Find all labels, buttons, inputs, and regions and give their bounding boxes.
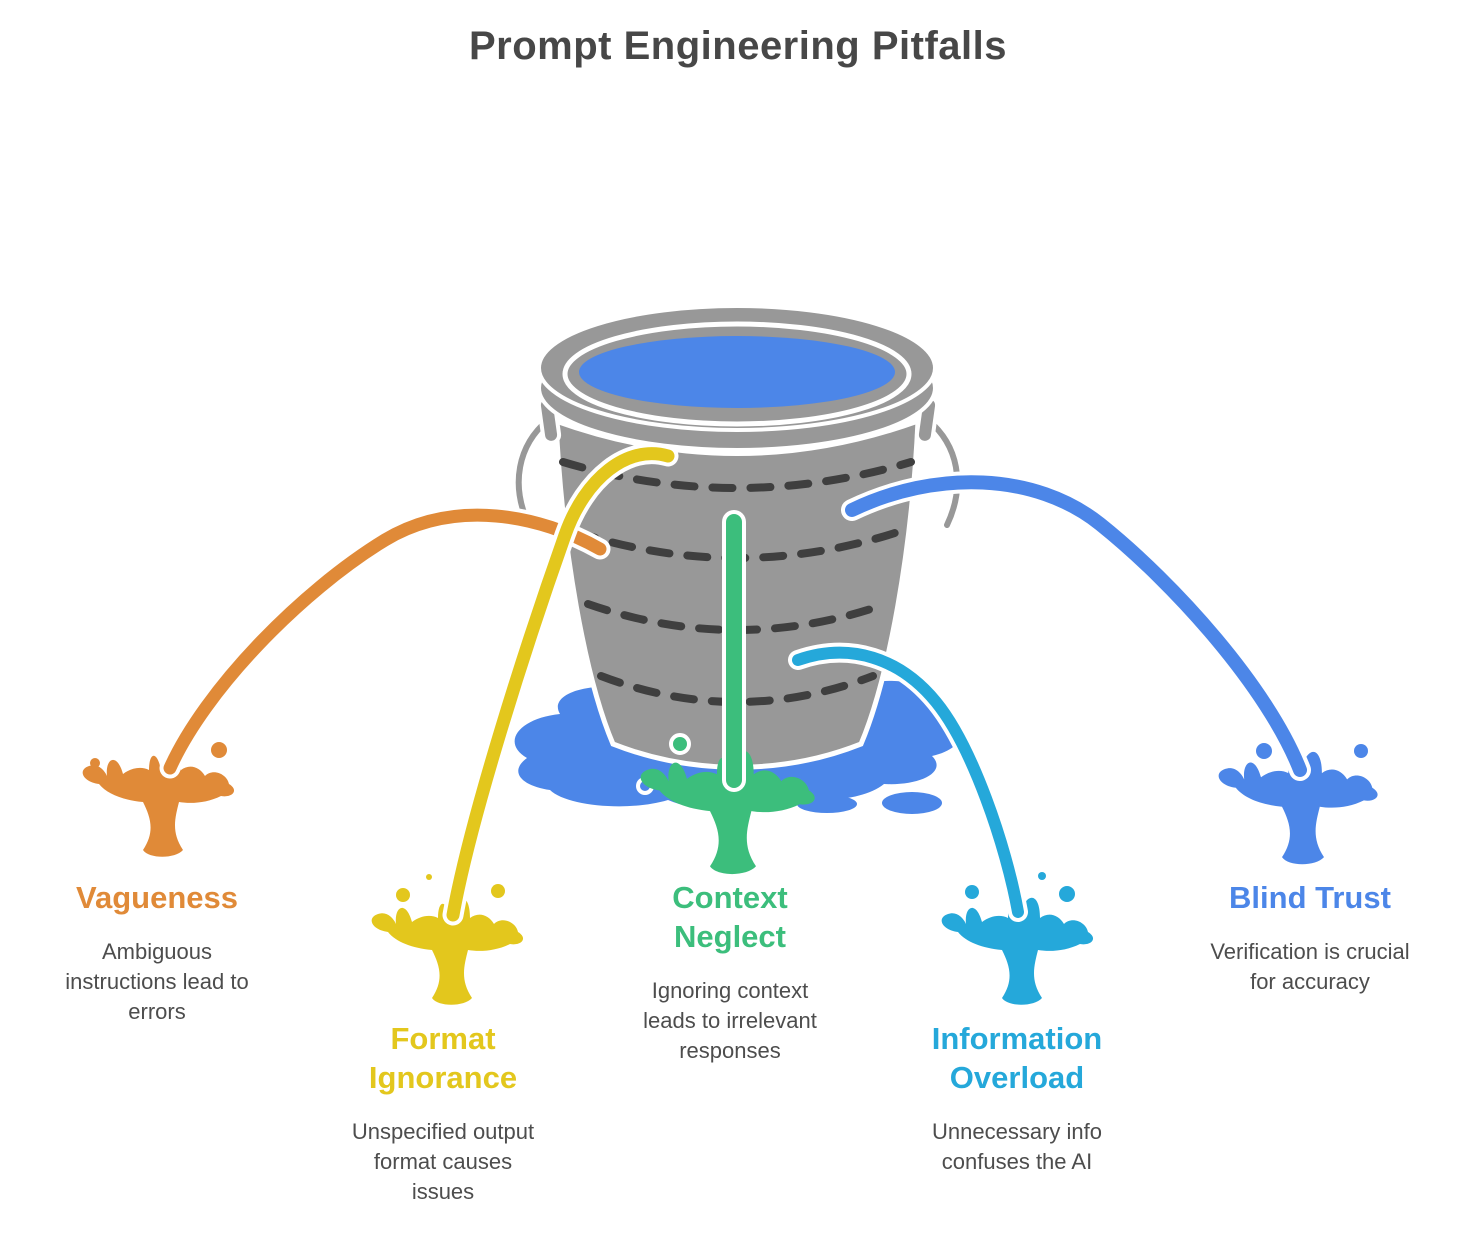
pitfall-blind-trust: Blind Trust Verification is crucial for … [1160,878,1460,997]
pitfall-blind-trust-label: Blind Trust [1229,880,1391,915]
puddle-blob [882,792,942,814]
pitfall-format-ignorance-description: Unspecified output format causes issues [351,1119,535,1204]
vagueness-stream-icon [82,504,611,857]
water-surface [579,336,895,408]
leak-dot-green [669,733,691,755]
pitfall-format-ignorance-label: Format Ignorance [368,1021,518,1095]
blind-trust-stream-icon [841,471,1378,865]
bucket-icon [512,304,964,795]
bucket-handle-right [925,417,961,528]
context-neglect-stream-icon [640,510,815,875]
format-ignorance-stream-icon [371,443,679,1005]
pitfall-context-neglect-label: Context Neglect [672,880,788,954]
page-title: Prompt Engineering Pitfalls [468,24,1007,68]
pitfall-vagueness: Vagueness Ambiguous instructions lead to… [27,878,287,1027]
pitfall-vagueness-label: Vagueness [76,880,238,915]
pitfall-information-overload: Information Overload Unnecessary info co… [887,1019,1147,1177]
information-overload-stream-icon [788,642,1094,1005]
pitfall-vagueness-description: Ambiguous instructions lead to errors [65,939,249,1024]
pitfall-blind-trust-description: Verification is crucial for accuracy [1210,939,1410,994]
pitfall-information-overload-description: Unnecessary info confuses the AI [932,1119,1102,1174]
pitfall-format-ignorance: Format Ignorance Unspecified output form… [313,1019,573,1207]
pitfall-context-neglect: Context Neglect Ignoring context leads t… [600,878,860,1066]
pitfall-context-neglect-description: Ignoring context leads to irrelevant res… [643,978,817,1063]
pitfall-information-overload-label: Information Overload [931,1021,1103,1095]
